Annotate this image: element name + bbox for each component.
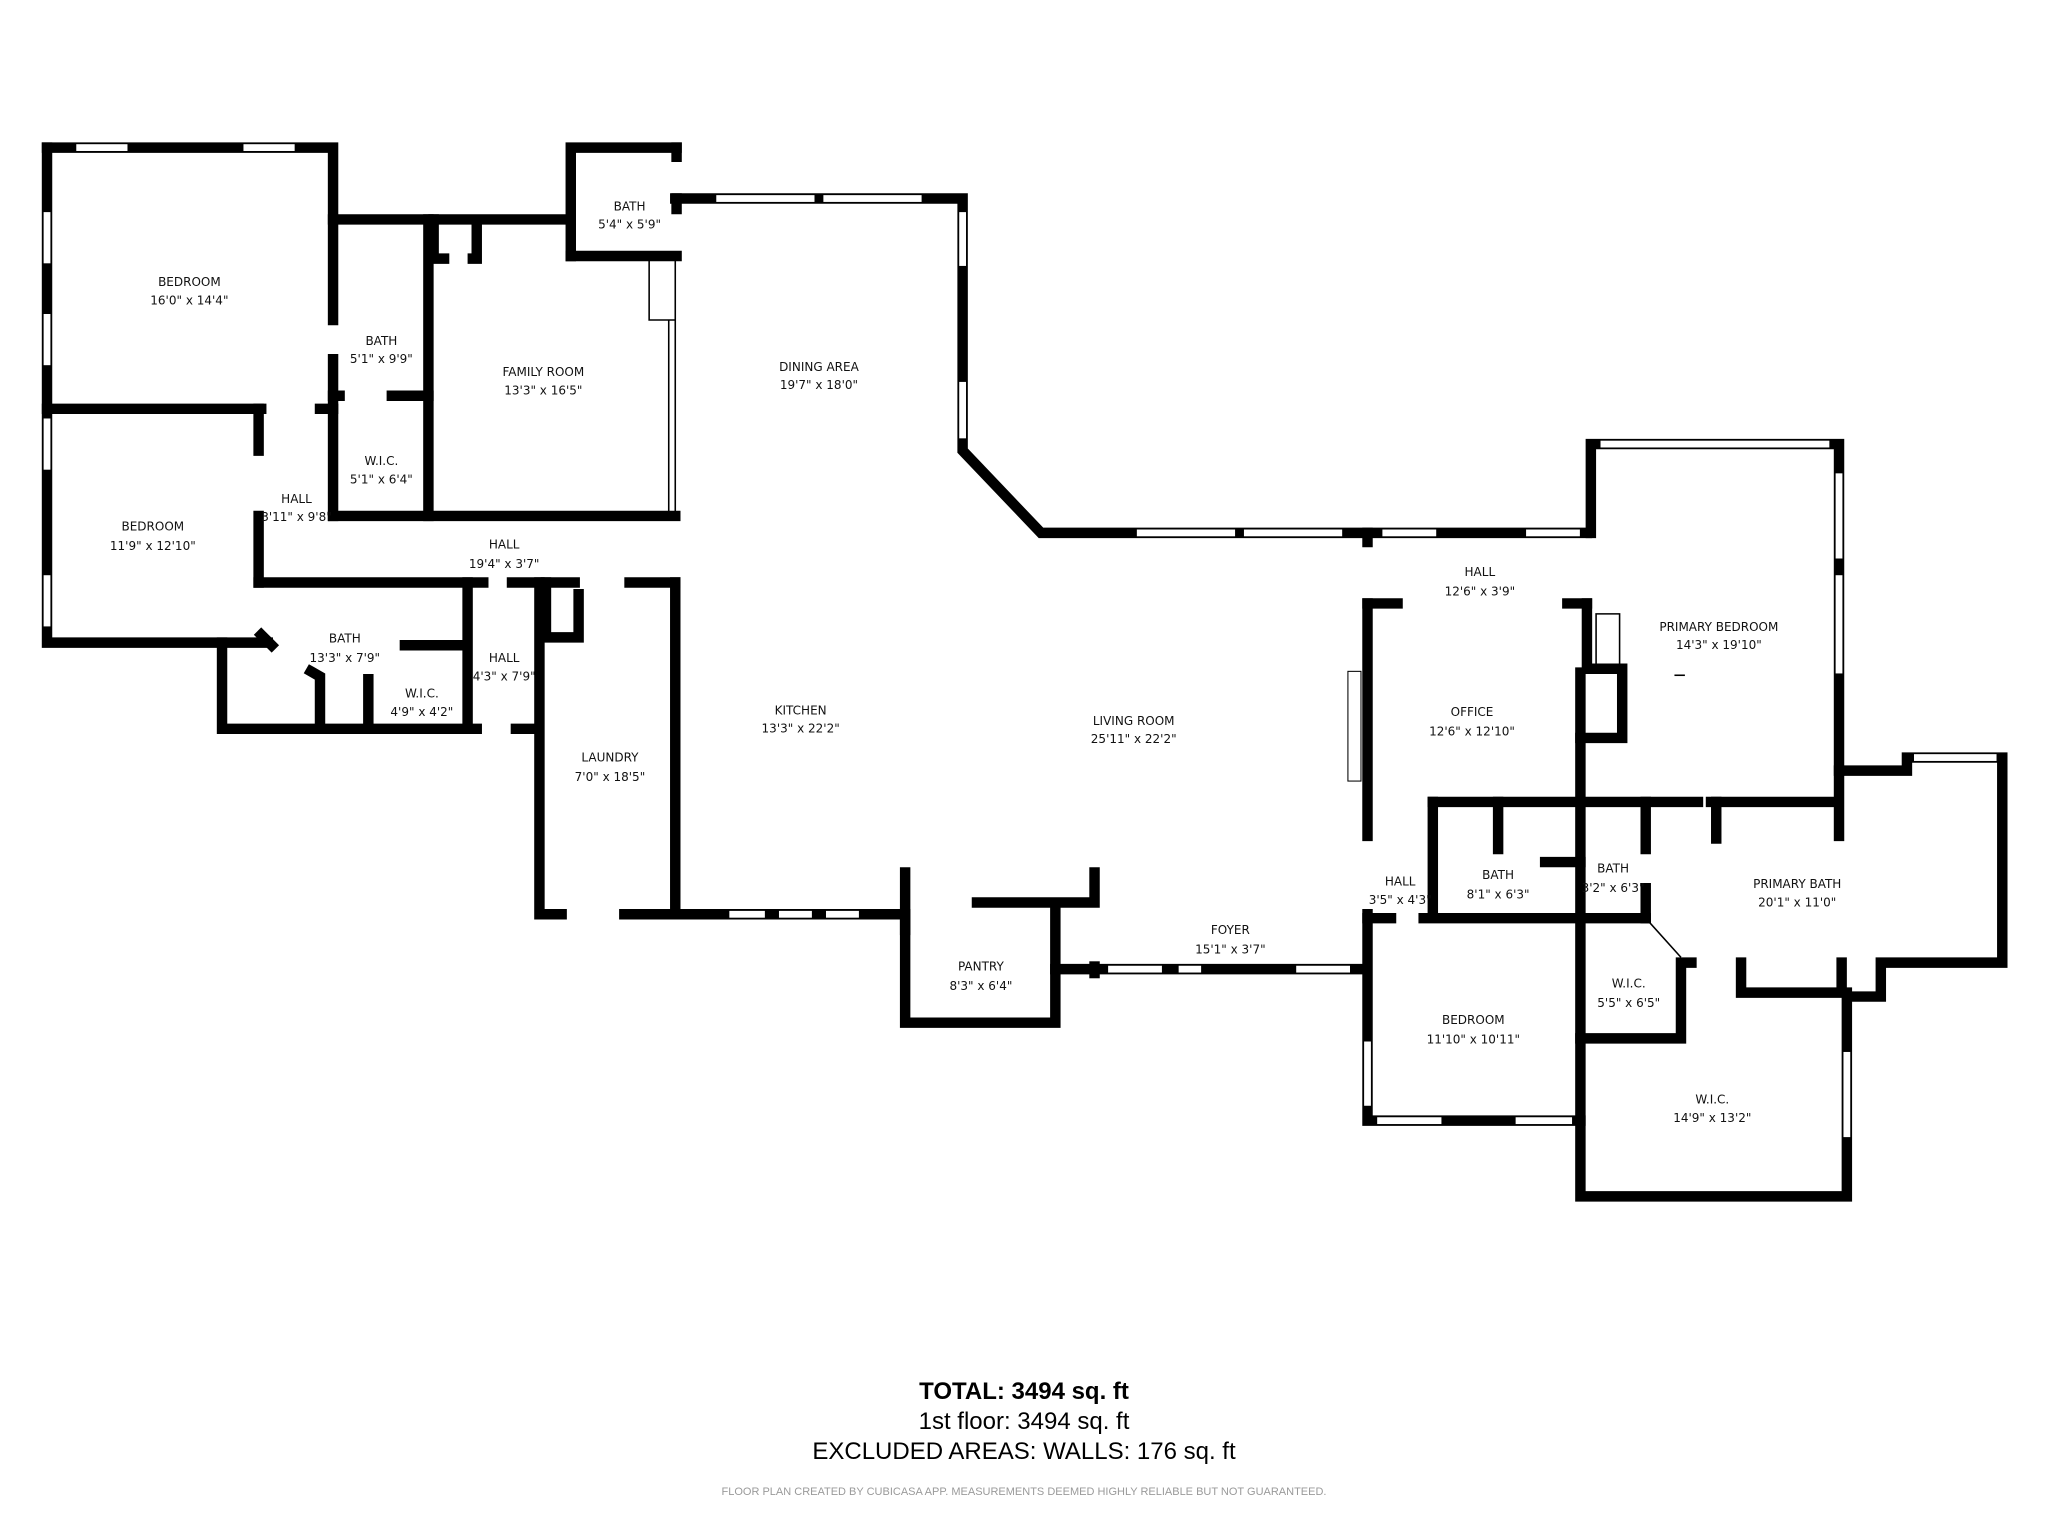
excluded-area: EXCLUDED AREAS: WALLS: 176 sq. ft bbox=[812, 1438, 1236, 1465]
walls bbox=[41, 142, 2008, 1202]
room-hall-2: HALL 19'4" x 3'7" bbox=[469, 538, 540, 572]
room-dimensions: 11'10" x 10'11" bbox=[1427, 1033, 1520, 1047]
room-hall-1: HALL 3'11" x 9'8" bbox=[261, 492, 332, 524]
room-dining-area: DINING AREA 19'7" x 18'0" bbox=[779, 360, 860, 392]
room-dimensions: 14'3" x 19'10" bbox=[1676, 638, 1762, 652]
room-office: OFFICE 12'6" x 12'10" bbox=[1429, 705, 1515, 739]
room-dimensions: 4'9" x 4'2" bbox=[390, 705, 453, 719]
room-living-room: LIVING ROOM 25'11" x 22'2" bbox=[1091, 714, 1177, 746]
disclaimer: FLOOR PLAN CREATED BY CUBICASA APP. MEAS… bbox=[721, 1486, 1327, 1498]
room-name: W.I.C. bbox=[364, 454, 398, 468]
room-bedroom-w: BEDROOM 11'9" x 12'10" bbox=[110, 519, 196, 553]
room-dimensions: 20'1" x 11'0" bbox=[1758, 895, 1836, 909]
room-dimensions: 5'5" x 6'5" bbox=[1597, 996, 1660, 1010]
room-dimensions: 13'3" x 22'2" bbox=[762, 722, 840, 736]
room-family-room: FAMILY ROOM 13'3" x 16'5" bbox=[502, 365, 584, 397]
room-dimensions: 5'1" x 6'4" bbox=[350, 472, 413, 486]
room-name: BATH bbox=[329, 632, 361, 646]
room-name: HALL bbox=[1385, 875, 1416, 889]
room-name: HALL bbox=[1465, 565, 1496, 579]
room-pantry: PANTRY 8'3" x 6'4" bbox=[949, 959, 1012, 993]
room-dimensions: 4'3" x 7'9" bbox=[473, 669, 536, 683]
room-name: BATH bbox=[1597, 861, 1629, 875]
room-bath-4: BATH 8'1" x 6'3" bbox=[1467, 868, 1530, 902]
room-name: PRIMARY BEDROOM bbox=[1659, 620, 1778, 634]
room-kitchen: KITCHEN 13'3" x 22'2" bbox=[762, 703, 840, 735]
room-bath-3: BATH 13'3" x 7'9" bbox=[310, 632, 381, 666]
room-bedroom-se: BEDROOM 11'10" x 10'11" bbox=[1427, 1013, 1520, 1047]
room-wic-2: W.I.C. 4'9" x 4'2" bbox=[390, 686, 453, 718]
room-laundry: LAUNDRY 7'0" x 18'5" bbox=[575, 750, 646, 784]
room-name: BATH bbox=[365, 334, 397, 348]
room-dimensions: 12'6" x 12'10" bbox=[1429, 724, 1515, 738]
room-name: W.I.C. bbox=[1695, 1093, 1729, 1107]
room-dimensions: 5'1" x 9'9" bbox=[350, 352, 413, 366]
room-name: KITCHEN bbox=[775, 703, 827, 717]
room-wic-3: W.I.C. 5'5" x 6'5" bbox=[1597, 976, 1660, 1010]
room-hall-3: HALL 4'3" x 7'9" bbox=[473, 651, 536, 683]
room-bedroom-nw: BEDROOM 16'0" x 14'4" bbox=[150, 275, 228, 307]
room-name: BEDROOM bbox=[121, 519, 184, 533]
room-dimensions: 13'3" x 16'5" bbox=[504, 383, 582, 397]
room-bath-5: BATH 3'2" x 6'3" bbox=[1582, 861, 1645, 895]
room-dimensions: 16'0" x 14'4" bbox=[150, 293, 228, 307]
room-dimensions: 11'9" x 12'10" bbox=[110, 539, 196, 553]
room-dimensions: 15'1" x 3'7" bbox=[1195, 942, 1266, 956]
room-name: HALL bbox=[281, 492, 312, 506]
room-dimensions: 8'1" x 6'3" bbox=[1467, 888, 1530, 902]
room-bath-2: BATH 5'4" x 5'9" bbox=[598, 199, 661, 231]
room-name: FAMILY ROOM bbox=[502, 365, 584, 379]
room-primary-bath: PRIMARY BATH 20'1" x 11'0" bbox=[1753, 877, 1841, 909]
room-dimensions: 19'4" x 3'7" bbox=[469, 557, 540, 571]
room-hall-5: HALL 3'5" x 4'3" bbox=[1369, 875, 1432, 907]
room-name: BATH bbox=[1482, 868, 1514, 882]
room-name: LAUNDRY bbox=[581, 750, 639, 764]
total-area: TOTAL: 3494 sq. ft bbox=[919, 1378, 1129, 1405]
room-name: FOYER bbox=[1211, 923, 1250, 937]
room-labels: BEDROOM 16'0" x 14'4" BEDROOM 11'9" x 12'1… bbox=[110, 199, 1841, 1125]
room-name: DINING AREA bbox=[779, 360, 860, 374]
room-name: BATH bbox=[614, 199, 646, 213]
room-name: BEDROOM bbox=[158, 275, 221, 289]
room-dimensions: 13'3" x 7'9" bbox=[310, 651, 381, 665]
room-dimensions: 14'9" x 13'2" bbox=[1673, 1111, 1751, 1125]
room-wic-1: W.I.C. 5'1" x 6'4" bbox=[350, 454, 413, 486]
room-name: OFFICE bbox=[1451, 705, 1494, 719]
room-foyer: FOYER 15'1" x 3'7" bbox=[1195, 923, 1266, 957]
room-hall-4: HALL 12'6" x 3'9" bbox=[1445, 565, 1516, 599]
room-wic-4: W.I.C. 14'9" x 13'2" bbox=[1673, 1093, 1751, 1125]
room-dimensions: 3'11" x 9'8" bbox=[261, 510, 332, 524]
room-dimensions: 8'3" x 6'4" bbox=[949, 979, 1012, 993]
room-name: HALL bbox=[489, 651, 520, 665]
room-dimensions: 5'4" x 5'9" bbox=[598, 218, 661, 232]
room-name: W.I.C. bbox=[1612, 976, 1646, 990]
room-dimensions: 25'11" x 22'2" bbox=[1091, 732, 1177, 746]
room-name: HALL bbox=[489, 538, 520, 552]
windows bbox=[42, 143, 1998, 1139]
floor-area: 1st floor: 3494 sq. ft bbox=[918, 1408, 1130, 1435]
room-primary-bedroom: PRIMARY BEDROOM 14'3" x 19'10" bbox=[1659, 620, 1778, 652]
room-name: PRIMARY BATH bbox=[1753, 877, 1841, 891]
room-name: BEDROOM bbox=[1442, 1013, 1505, 1027]
room-name: PANTRY bbox=[958, 959, 1005, 973]
room-dimensions: 7'0" x 18'5" bbox=[575, 770, 646, 784]
room-dimensions: 3'5" x 4'3" bbox=[1369, 893, 1432, 907]
room-bath-1: BATH 5'1" x 9'9" bbox=[350, 334, 413, 366]
room-name: W.I.C. bbox=[405, 686, 439, 700]
room-dimensions: 3'2" x 6'3" bbox=[1582, 881, 1645, 895]
room-name: LIVING ROOM bbox=[1093, 714, 1175, 728]
room-dimensions: 12'6" x 3'9" bbox=[1445, 585, 1516, 599]
room-dimensions: 19'7" x 18'0" bbox=[780, 378, 858, 392]
